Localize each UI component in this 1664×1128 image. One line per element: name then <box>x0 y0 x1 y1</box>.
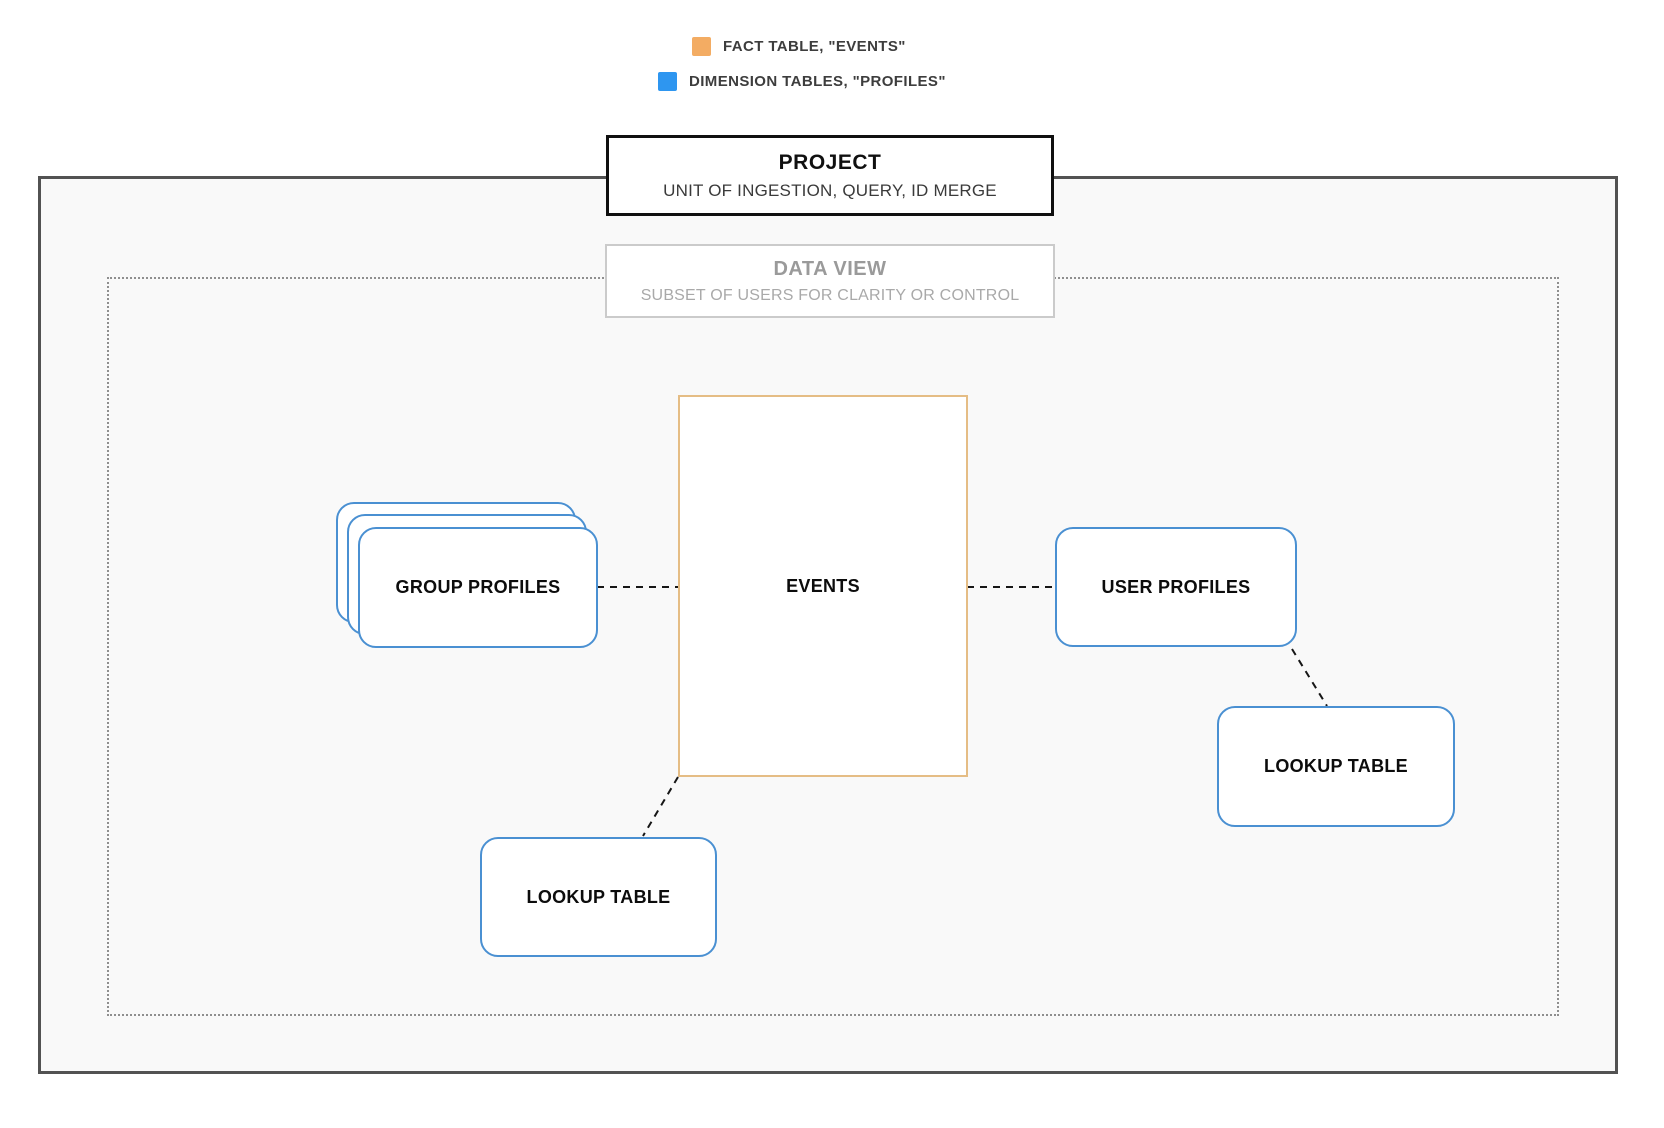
data-view-header-box: DATA VIEW SUBSET OF USERS FOR CLARITY OR… <box>605 244 1055 318</box>
node-group-profiles-label: GROUP PROFILES <box>395 577 561 597</box>
data-view-subtitle: SUBSET OF USERS FOR CLARITY OR CONTROL <box>640 286 1020 304</box>
node-events: EVENTS <box>678 395 968 777</box>
node-user-profiles-label: USER PROFILES <box>1101 576 1251 597</box>
node-lookup-table-right-label: LOOKUP TABLE <box>1264 756 1408 776</box>
data-view-title: DATA VIEW <box>773 257 887 280</box>
node-events-label: EVENTS <box>786 575 860 596</box>
project-title: PROJECT <box>778 150 882 174</box>
dimension-tables-color-swatch <box>658 72 677 91</box>
legend-label-fact-table: FACT TABLE, "EVENTS" <box>723 38 906 55</box>
legend-item-fact-table: FACT TABLE, "EVENTS" <box>692 36 906 57</box>
legend-item-dimension-tables: DIMENSION TABLES, "PROFILES" <box>658 71 946 92</box>
node-lookup-table-right: LOOKUP TABLE <box>1217 706 1455 827</box>
node-lookup-table-bottom-label: LOOKUP TABLE <box>526 886 671 907</box>
fact-table-color-swatch <box>692 37 711 56</box>
legend-label-dimension-tables: DIMENSION TABLES, "PROFILES" <box>689 73 946 90</box>
node-group-profiles: GROUP PROFILES <box>358 527 598 648</box>
node-lookup-table-bottom: LOOKUP TABLE <box>480 837 717 957</box>
project-header-box: PROJECT UNIT OF INGESTION, QUERY, ID MER… <box>606 135 1054 216</box>
node-user-profiles: USER PROFILES <box>1055 527 1297 647</box>
project-subtitle: UNIT OF INGESTION, QUERY, ID MERGE <box>663 180 997 200</box>
